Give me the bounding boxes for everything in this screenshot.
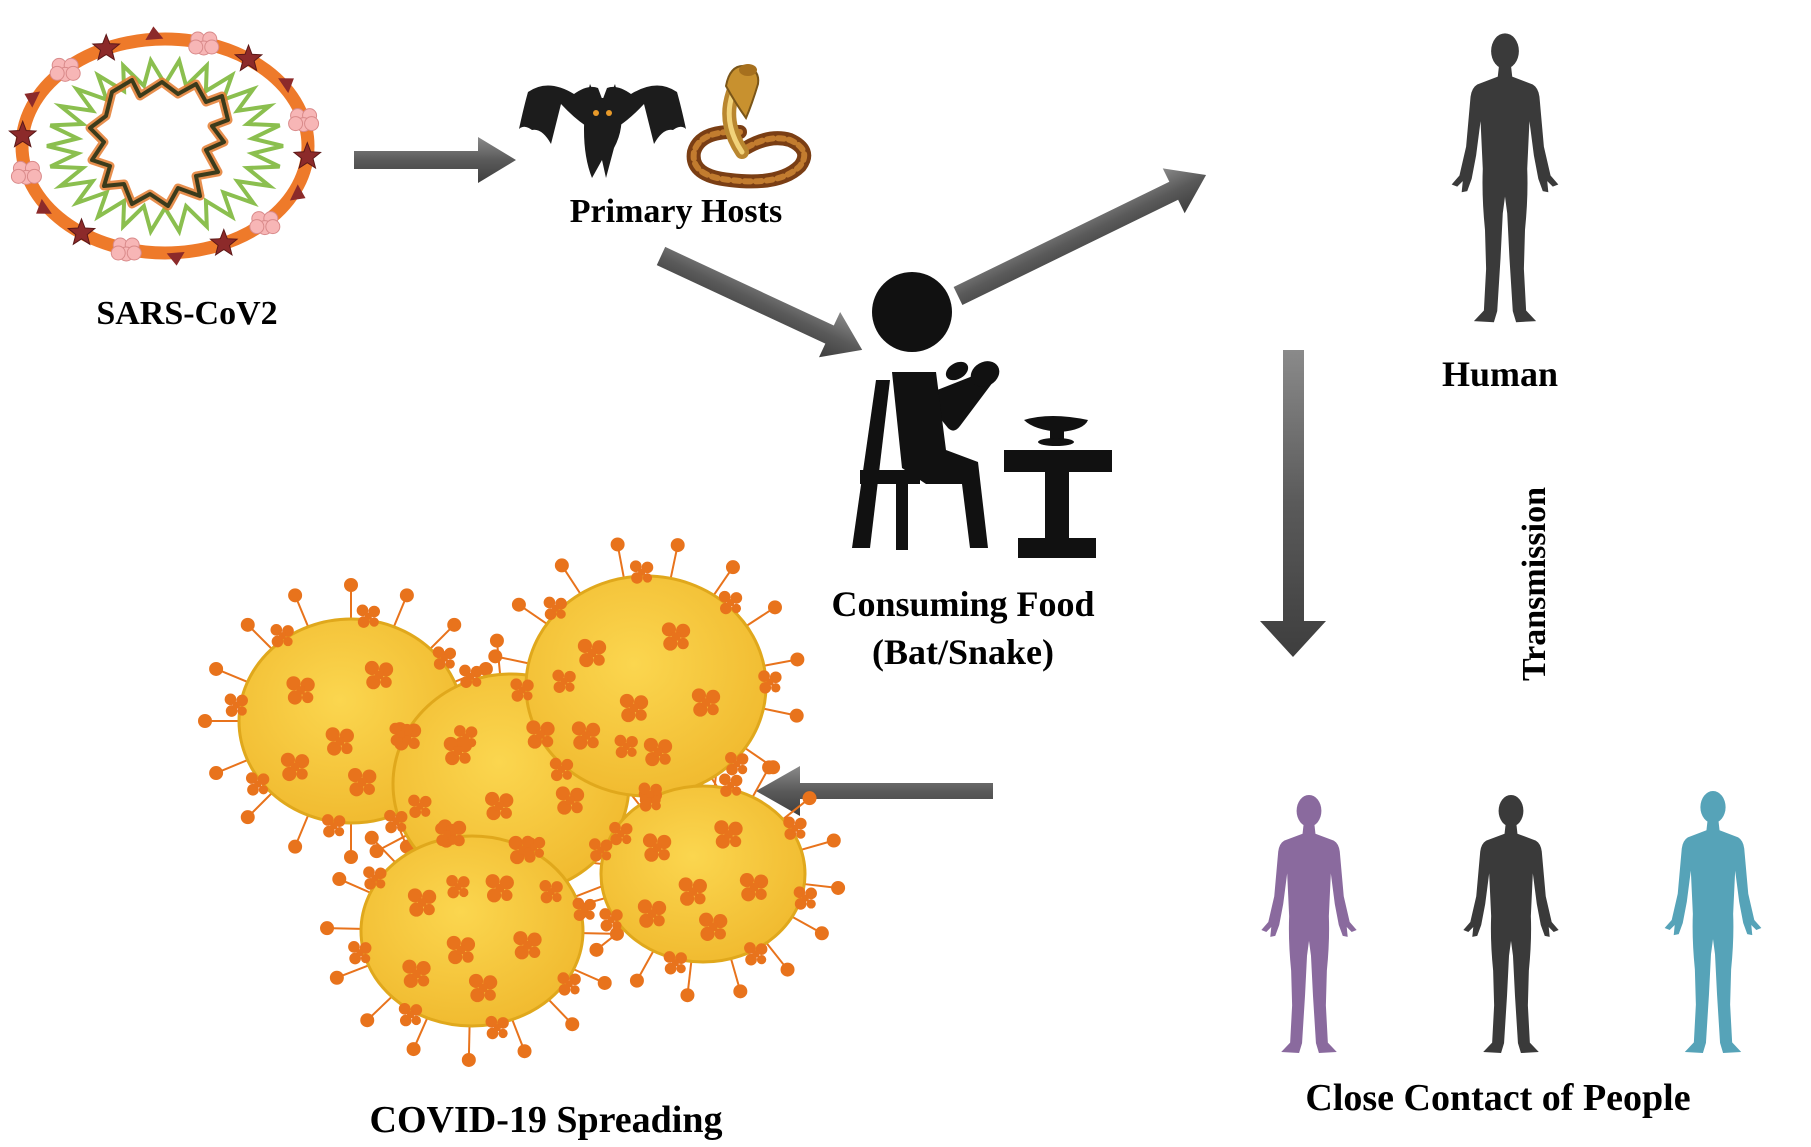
- arrow-human-to-contact: [1260, 350, 1326, 657]
- person-eating-icon: [852, 272, 1112, 558]
- food-label-line2: (Bat/Snake): [872, 632, 1054, 672]
- contact-label: Close Contact of People: [1305, 1077, 1690, 1119]
- virus-cluster-icon: [198, 537, 846, 1067]
- human-label: Human: [1442, 354, 1558, 394]
- bat-icon: [519, 84, 686, 178]
- people-holding-hands-icon: [1261, 791, 1762, 1054]
- spreading-label: COVID-19 Spreading: [370, 1099, 723, 1141]
- human-silhouette-icon: [1451, 33, 1559, 323]
- food-label-line1: Consuming Food: [831, 584, 1094, 624]
- cobra-icon: [686, 64, 812, 189]
- transmission-label: Transmission: [1516, 487, 1553, 681]
- virus-label: SARS-CoV2: [96, 295, 277, 332]
- arrow-hosts-to-food: [656, 246, 863, 358]
- hosts-label: Primary Hosts: [570, 193, 782, 230]
- arrow-food-to-human: [953, 168, 1207, 305]
- arrow-virus-to-hosts: [354, 137, 516, 183]
- coronavirus-icon: [8, 26, 322, 266]
- arrow-contact-to-spreading: [756, 766, 993, 816]
